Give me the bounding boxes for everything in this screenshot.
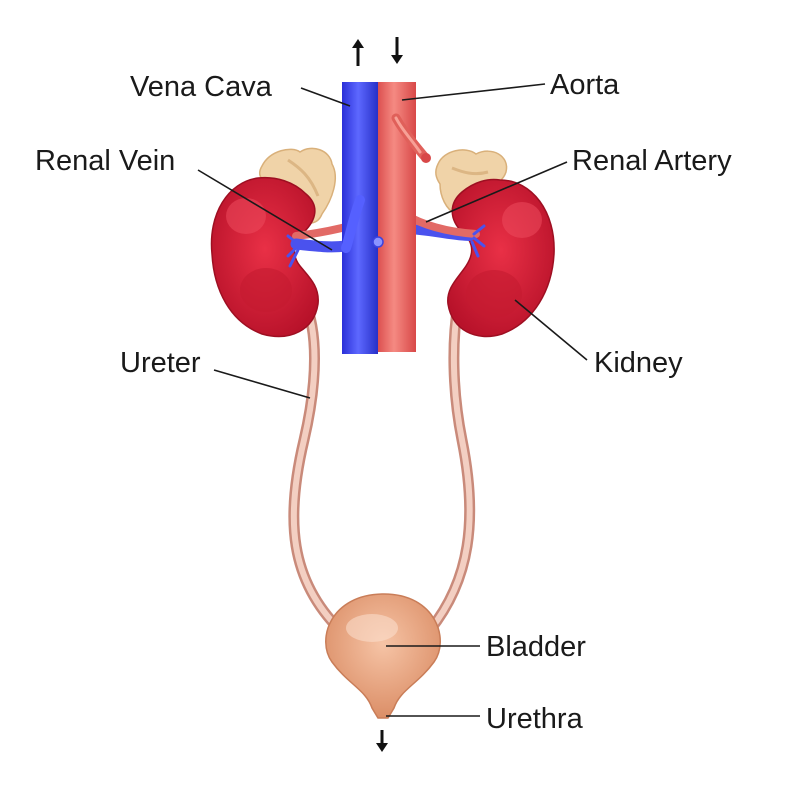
arrow-up-icon xyxy=(352,39,364,66)
left-kidney xyxy=(210,176,319,338)
label-renal-vein: Renal Vein xyxy=(35,145,175,177)
right-kidney xyxy=(447,178,555,338)
label-vena-cava: Vena Cava xyxy=(130,71,273,103)
vena-cava-vessel xyxy=(341,82,384,354)
label-bladder: Bladder xyxy=(486,631,586,663)
leader-lines xyxy=(197,83,588,717)
label-ureter: Ureter xyxy=(120,347,201,379)
arrow-down-urethra-icon xyxy=(376,730,388,752)
label-urethra: Urethra xyxy=(486,703,584,735)
bladder-organ xyxy=(325,593,441,719)
label-kidney: Kidney xyxy=(594,347,683,379)
label-renal-artery: Renal Artery xyxy=(572,145,732,177)
arrow-down-icon xyxy=(391,37,403,64)
aorta-vessel xyxy=(376,82,431,352)
ureters xyxy=(288,294,476,636)
label-aorta: Aorta xyxy=(550,69,620,101)
